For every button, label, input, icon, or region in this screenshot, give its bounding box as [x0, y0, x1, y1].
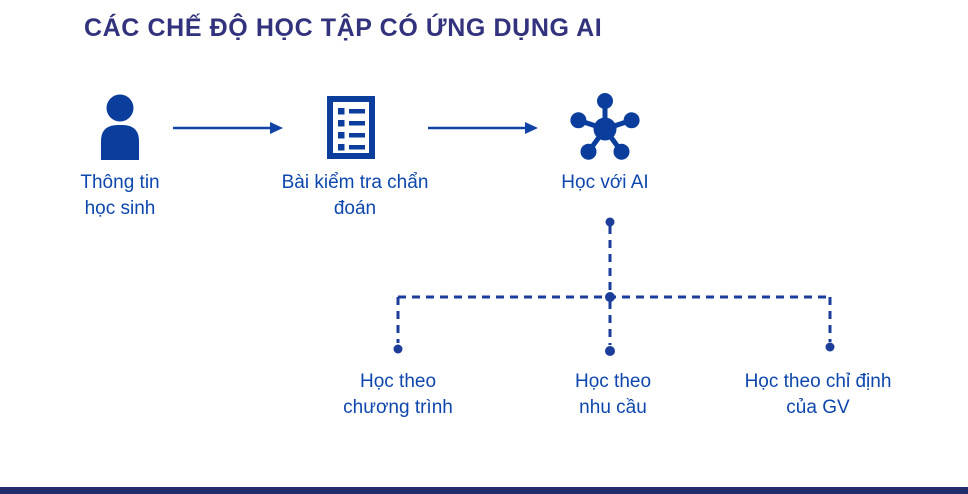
checklist-icon: [327, 96, 375, 159]
step-label-diagnostic-test: Bài kiểm tra chẩn đoán: [282, 170, 429, 222]
branch-label-by-curriculum: Học theo chương trình: [343, 369, 453, 421]
branch-label-line: Học theo: [574, 371, 652, 392]
step-label-line: Bài kiểm tra chẩn: [281, 172, 429, 193]
step-label-line: đoán: [333, 198, 377, 219]
branch-label-by-teacher-direction: Học theo chỉ định của GV: [745, 369, 892, 421]
branch-label-line: Học theo: [359, 371, 437, 392]
page-title: CÁC CHẾ ĐỘ HỌC TẬP CÓ ỨNG DỤNG AI: [84, 14, 603, 42]
branch-label-line: Học theo chỉ định: [744, 371, 892, 392]
person-icon: [101, 94, 139, 160]
flow-arrow-icon: [173, 122, 283, 134]
step-label-student-info: Thông tin học sinh: [80, 170, 159, 222]
step-label-line: Thông tin: [80, 172, 160, 193]
branch-label-line: của GV: [786, 397, 850, 418]
branch-label-line: chương trình: [343, 397, 453, 418]
step-label-line: Học với AI: [561, 172, 649, 193]
step-label-line: học sinh: [84, 198, 156, 219]
branch-label-by-need: Học theo nhu cầu: [575, 369, 651, 421]
branch-label-line: nhu cầu: [579, 397, 647, 418]
step-label-learn-with-ai: Học với AI: [561, 170, 648, 196]
ai-network-icon: [570, 93, 640, 160]
footer-accent-bar: [0, 487, 968, 494]
connector-node-dot: [393, 217, 835, 356]
flow-arrow-icon: [428, 122, 538, 134]
branch-connector-tree: [396, 226, 832, 345]
